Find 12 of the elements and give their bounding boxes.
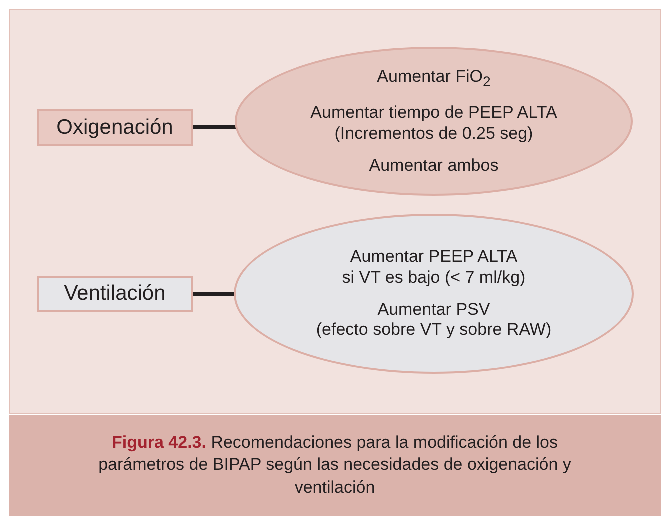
label-box: [37, 276, 193, 312]
connector-line: [193, 126, 236, 130]
recommendation-text: Aumentar PEEP ALTA si VT es bajo (< 7 ml/kg): [342, 247, 526, 288]
connector-line: [193, 292, 235, 296]
recommendation-text: Aumentar ambos: [369, 156, 499, 176]
recommendation-text: Aumentar PSV (efecto sobre VT y sobre RAW): [316, 300, 552, 341]
label-box: [37, 109, 193, 146]
category-label: Ventilación: [64, 282, 166, 306]
recommendation-text: Aumentar tiempo de PEEP ALTA (Incrementos de 0.25 seg): [310, 103, 558, 144]
figure-caption: Figura 42.3. Recomendaciones para la modificación de los parámetros de BIPAP según las necesidades de oxigenación y ventilación: [98, 432, 572, 499]
category-label: Oxigenación: [56, 116, 174, 140]
recommendation-text: Aumentar FiO$_{2}$: [377, 66, 491, 92]
